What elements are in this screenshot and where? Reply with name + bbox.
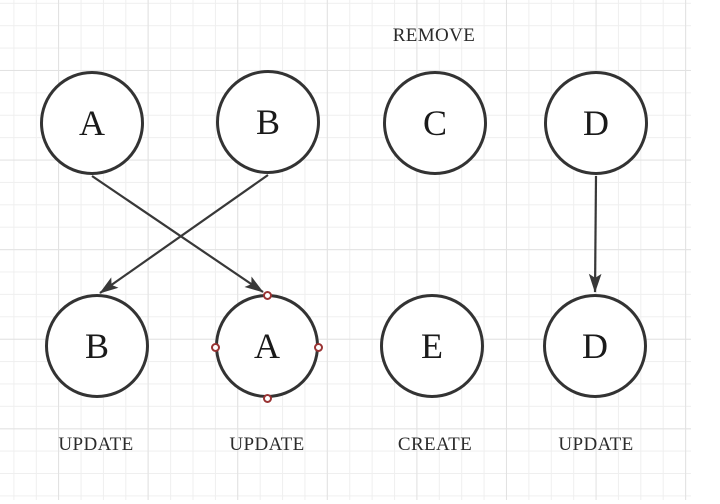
edge-b-to-b[interactable] <box>99 174 269 294</box>
node-e-bottom-label: E <box>421 326 443 366</box>
caption-update-2[interactable]: UPDATE <box>229 434 305 455</box>
connection-point-north[interactable] <box>262 290 272 300</box>
node-b-bottom-label: B <box>84 326 109 366</box>
connection-point-south[interactable] <box>262 394 272 403</box>
caption-update-3[interactable]: UPDATE <box>558 434 634 455</box>
node-b-bottom[interactable]: B <box>45 294 149 398</box>
node-d-bottom[interactable]: D <box>543 294 647 398</box>
node-c-top[interactable]: C <box>383 71 487 175</box>
edge-a-to-a[interactable] <box>91 175 264 293</box>
node-b-top-label: B <box>255 102 280 142</box>
connection-point-east[interactable] <box>314 342 323 352</box>
caption-update-1[interactable]: UPDATE <box>58 434 134 455</box>
node-c-top-label: C <box>422 103 447 143</box>
node-e-bottom[interactable]: E <box>380 294 484 398</box>
node-a-bottom[interactable]: A <box>215 294 319 398</box>
caption-create[interactable]: CREATE <box>397 434 473 455</box>
node-d-top[interactable]: D <box>544 71 648 175</box>
node-d-top-label: D <box>583 103 609 143</box>
caption-remove[interactable]: REMOVE <box>392 25 476 46</box>
edge-d-to-d[interactable] <box>588 175 602 293</box>
node-a-bottom-label: A <box>254 326 280 366</box>
node-d-bottom-label: D <box>582 326 608 366</box>
node-a-top-label: A <box>79 103 105 143</box>
connection-point-west[interactable] <box>211 342 220 352</box>
node-b-top[interactable]: B <box>216 70 320 174</box>
node-a-top[interactable]: A <box>40 71 144 175</box>
